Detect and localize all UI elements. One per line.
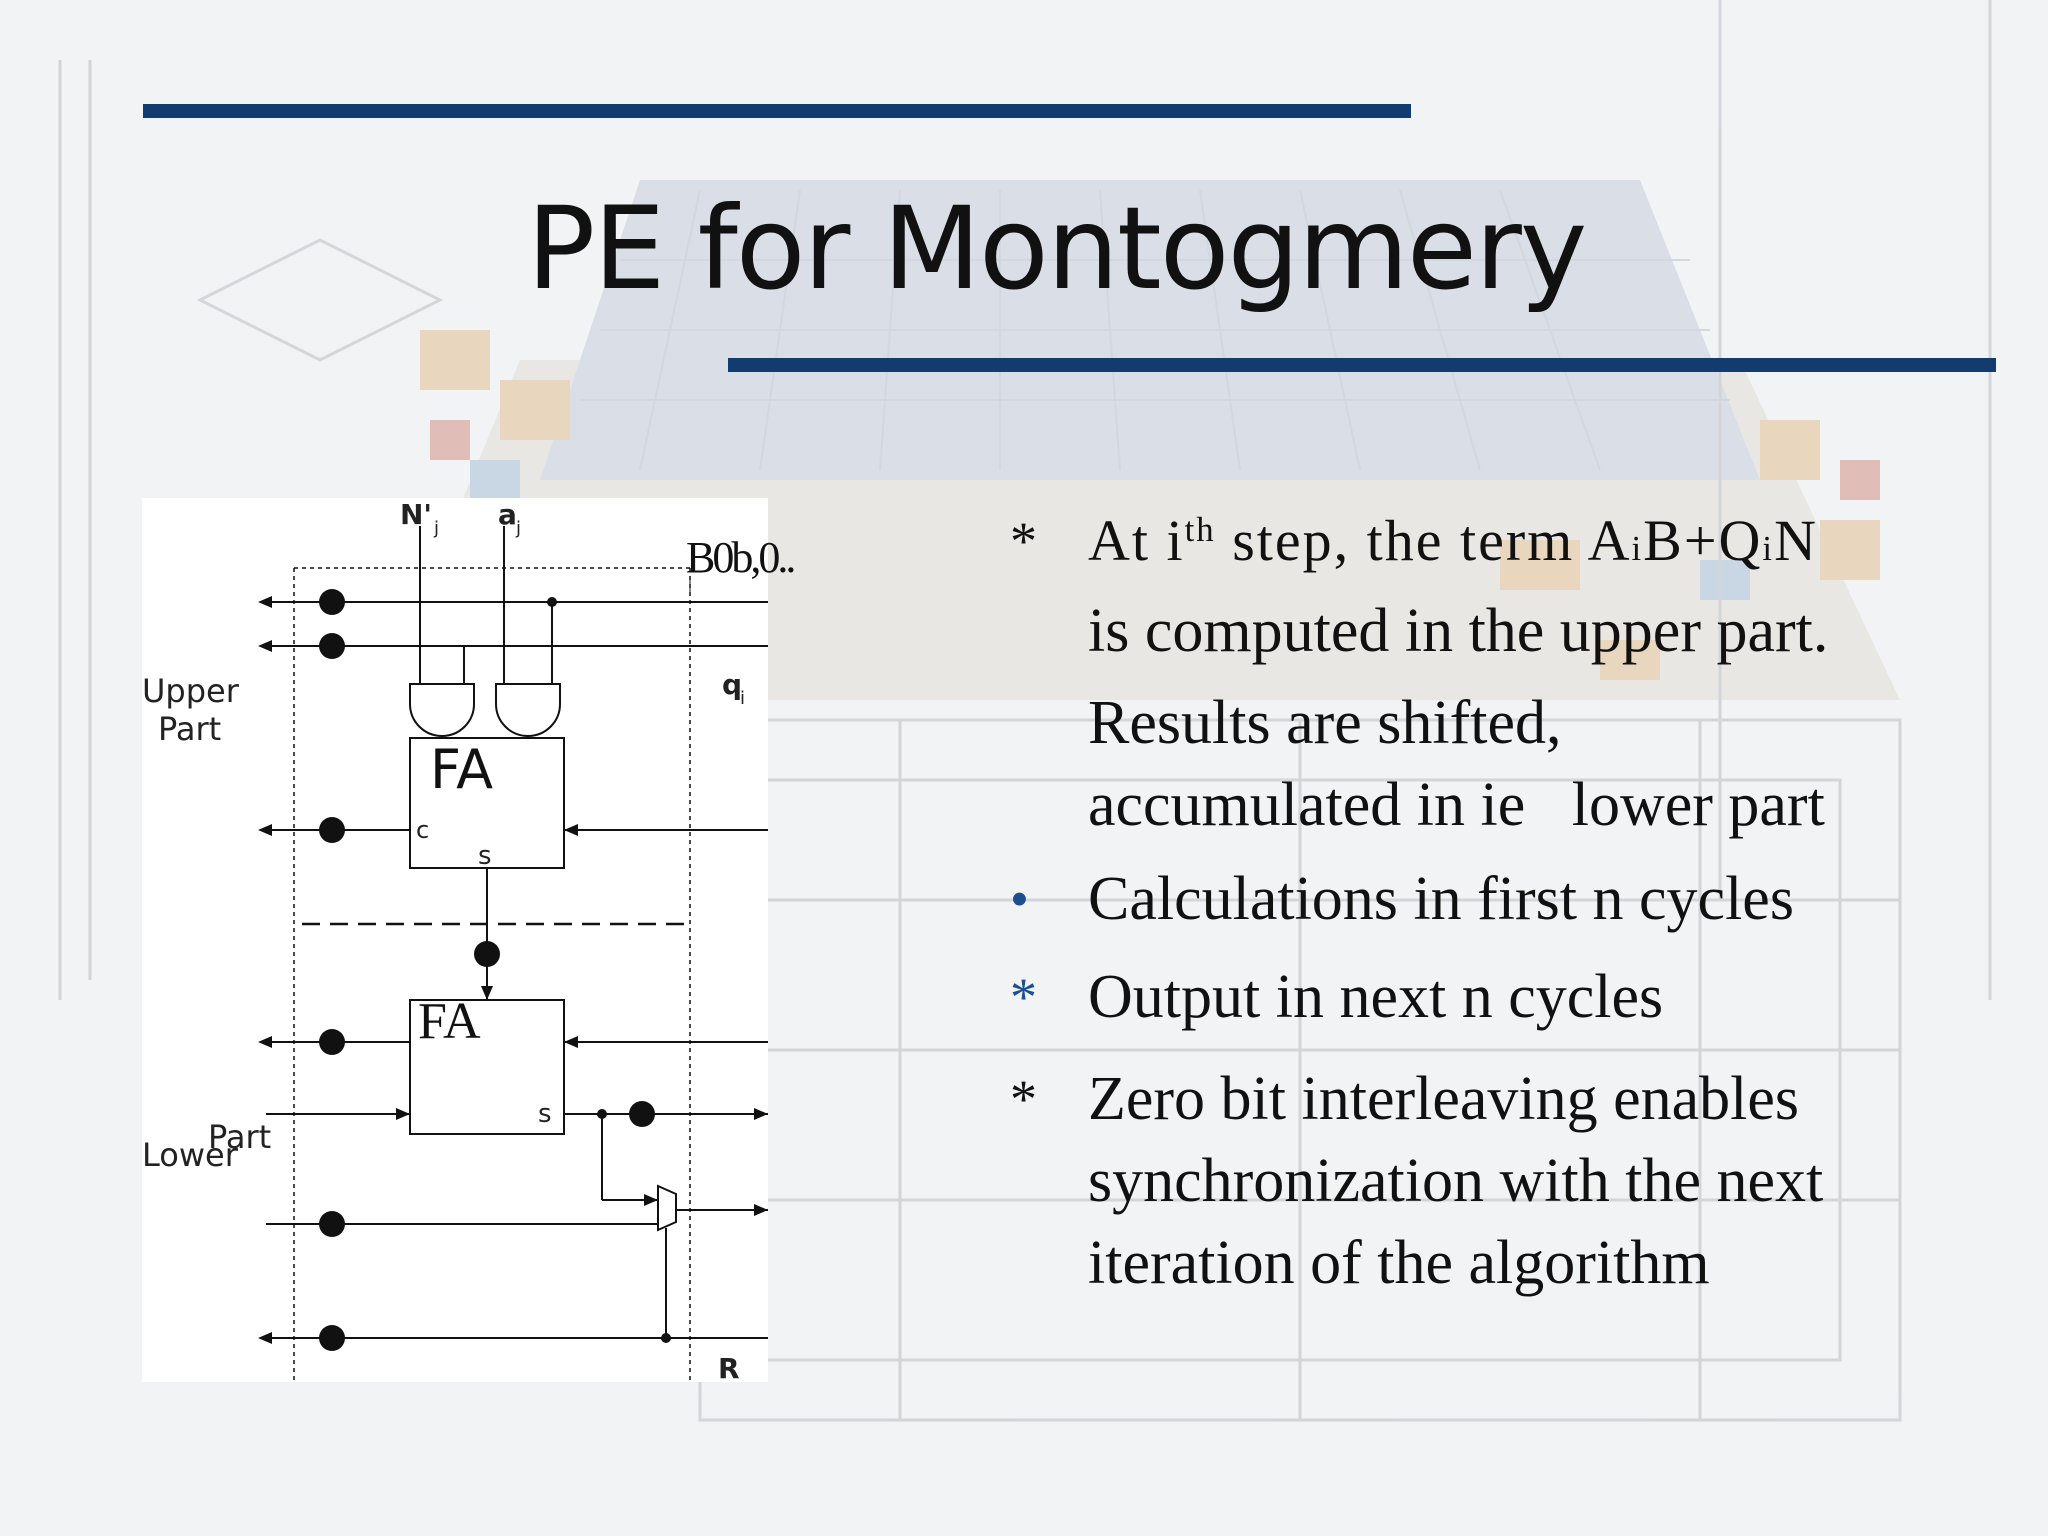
- title-rule-top: [143, 104, 1411, 118]
- bullet-line: synchronization with the next: [1088, 1147, 1824, 1215]
- bullet-marker: •: [1010, 869, 1029, 929]
- bullet-marker: *: [1010, 1069, 1037, 1129]
- bullet-item: * Zero bit interleaving enables synchron…: [1000, 1058, 2000, 1304]
- label-a: a: [498, 498, 517, 531]
- title-rule-bottom: [728, 358, 1996, 372]
- bullet-line: At ith step, the term AiB+QiN: [1088, 508, 1818, 573]
- bullet-item: • Calculations in first n cycles: [1000, 858, 2000, 940]
- label-r: R: [718, 1352, 740, 1385]
- label-fa-top: FA: [430, 738, 493, 801]
- bullet-line: iteration of the algorithm: [1088, 1229, 1710, 1297]
- bullet-line: Results are shifted,: [1088, 689, 1562, 757]
- bullet-item: * Output in next n cycles: [1000, 956, 2000, 1038]
- label-upper-part: Part: [158, 710, 221, 748]
- label-upper: Upper: [142, 672, 240, 710]
- label-a-sub: j: [515, 518, 521, 539]
- label-q: q: [722, 668, 742, 701]
- pe-circuit-diagram: N' j a j q i Upper Part FA c s s Lower P…: [142, 498, 797, 1385]
- label-lower: Lower: [142, 1136, 239, 1174]
- bullet-text: Output in next n cycles: [1088, 963, 1664, 1031]
- bullet-marker: *: [1010, 511, 1037, 571]
- label-s-bottom: s: [538, 1099, 552, 1129]
- label-n-prime: N': [400, 498, 432, 531]
- label-fa-bottom: FA: [418, 993, 481, 1050]
- label-q-sub: i: [740, 688, 745, 709]
- bullet-item: * At ith step, the term AiB+QiN is compu…: [1000, 500, 2000, 846]
- label-s-top: s: [478, 841, 492, 871]
- label-n-prime-sub: j: [433, 518, 439, 539]
- label-b: B0b,0..: [686, 533, 794, 582]
- bullet-line: Zero bit interleaving enables: [1088, 1065, 1800, 1133]
- bullet-text: Calculations in first n cycles: [1088, 865, 1794, 933]
- label-lower-part: Part: [208, 1118, 271, 1156]
- label-c: c: [416, 816, 429, 844]
- bullet-line: accumulated in ie lower part: [1088, 771, 1825, 839]
- bullet-list: * At ith step, the term AiB+QiN is compu…: [1000, 500, 2000, 1304]
- bullet-marker: *: [1010, 967, 1037, 1027]
- bullet-line: is computed in the upper part.: [1088, 597, 1829, 665]
- slide-title: PE for Montogmery: [526, 182, 1588, 315]
